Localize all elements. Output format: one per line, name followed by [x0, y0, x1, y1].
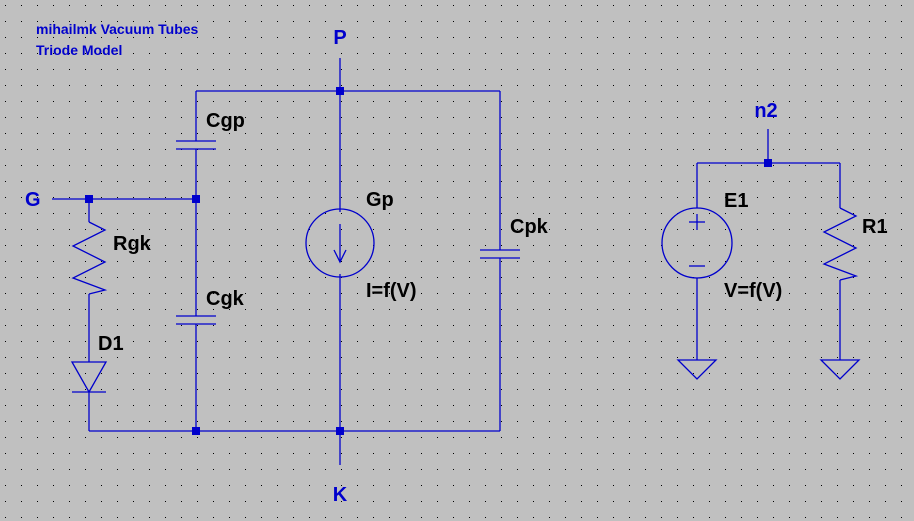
e1-expression: V=f(V)	[724, 280, 782, 302]
gp-current-source[interactable]	[305, 208, 375, 278]
ground-symbol-r1	[819, 359, 861, 380]
schematic-title-line1: mihailmk Vacuum Tubes	[36, 21, 199, 37]
net-label-g: G	[25, 189, 41, 211]
aux-wires	[696, 129, 841, 360]
triode-wires	[52, 58, 501, 465]
net-label-p: P	[333, 27, 346, 49]
e1-voltage-source[interactable]	[661, 207, 733, 279]
d1-label: D1	[98, 333, 124, 355]
rgk-resistor[interactable]	[71, 221, 108, 295]
gp-expression: I=f(V)	[366, 280, 417, 302]
gp-label: Gp	[366, 189, 394, 211]
d1-diode[interactable]	[70, 361, 108, 394]
cgp-label: Cgp	[206, 110, 245, 132]
net-label-n2: n2	[754, 100, 777, 122]
junction-dots	[85, 87, 772, 435]
r1-label: R1	[862, 216, 888, 238]
grid-dots	[5, 5, 902, 518]
cgp-capacitor[interactable]	[176, 140, 216, 150]
r1-resistor[interactable]	[822, 207, 859, 281]
schematic-title-line2: Triode Model	[36, 42, 122, 58]
ground-symbol-e1	[676, 359, 718, 380]
rgk-label: Rgk	[113, 233, 152, 255]
e1-label: E1	[724, 190, 748, 212]
cpk-capacitor[interactable]	[480, 249, 520, 259]
net-label-k: K	[333, 484, 348, 506]
cpk-label: Cpk	[510, 216, 549, 238]
cgk-label: Cgk	[206, 288, 245, 310]
cgk-capacitor[interactable]	[176, 315, 216, 325]
